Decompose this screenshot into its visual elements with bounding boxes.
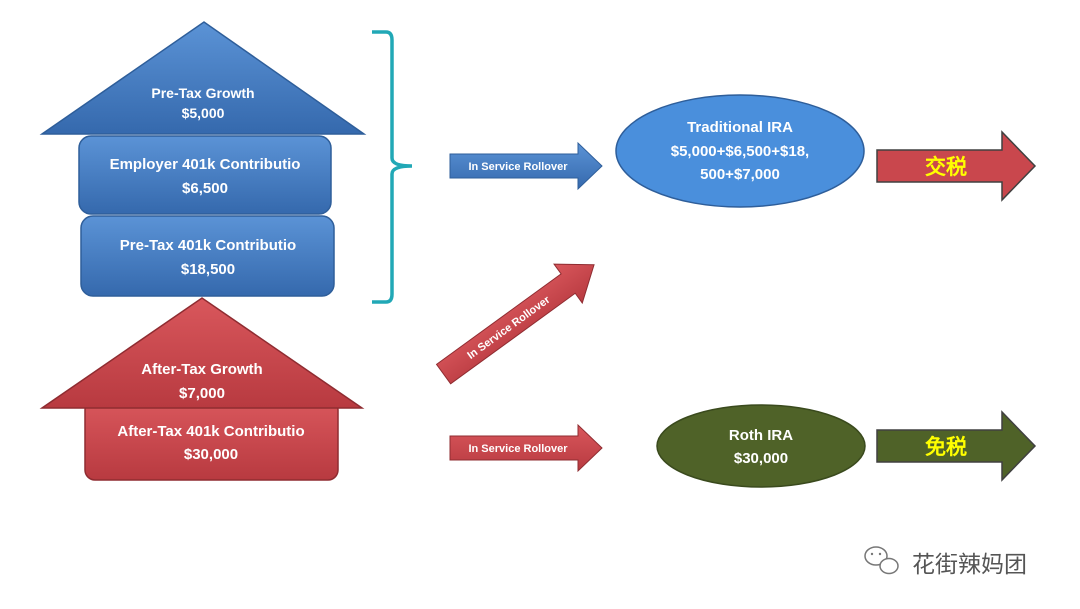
tax-free-arrow: 免税 [876,410,1037,482]
after-tax-growth-title: After-Tax Growth [141,361,262,378]
after-tax-growth-roof [39,297,365,409]
rollover-arrow-diagonal-label: In Service Rollover [465,293,553,361]
roth-ira-title: Roth IRA [729,427,793,444]
rollover-arrow-bottom-label: In Service Rollover [468,443,568,455]
after-tax-401k-title: After-Tax 401k Contributio [117,423,304,440]
pre-tax-growth-title: Pre-Tax Growth [151,85,254,101]
rollover-arrow-top-label: In Service Rollover [468,161,568,173]
after-tax-401k-box [84,399,339,481]
tax-free-arrow-shape [876,410,1037,482]
pre-tax-growth-roof [39,21,367,135]
employer-401k-box [78,135,332,215]
roth-ira: Roth IRA $30,000 [656,404,866,488]
taxed-arrow-shape [876,130,1037,202]
pre-tax-bracket [372,30,413,304]
watermark-text: 花街辣妈团 [912,552,1027,578]
roth-ira-ellipse [656,404,866,488]
employer-401k-title: Employer 401k Contributio [110,156,301,173]
rollover-arrow-diagonal: In Service Rollover [435,263,595,385]
watermark: 花街辣妈团 [864,546,1027,578]
rollover-arrow-bottom: In Service Rollover [449,423,603,473]
traditional-ira-title: Traditional IRA [687,119,793,136]
after-tax-growth-amount: $7,000 [179,385,225,402]
pre-tax-401k-amount: $18,500 [181,261,235,278]
pre-tax-growth-amount: $5,000 [182,105,225,121]
taxed-arrow: 交税 [876,130,1037,202]
pre-tax-stack: Pre-Tax Growth $5,000 Employer 401k Cont… [39,21,367,297]
taxed-label: 交税 [925,154,967,179]
rollover-arrow-top: In Service Rollover [449,141,603,191]
after-tax-401k-amount: $30,000 [184,446,238,463]
traditional-ira-line2: 500+$7,000 [700,166,780,183]
wechat-icon [864,546,899,575]
tax-free-label: 免税 [925,434,967,459]
pre-tax-401k-title: Pre-Tax 401k Contributio [120,237,296,254]
employer-401k-amount: $6,500 [182,180,228,197]
pre-tax-401k-box [80,215,335,297]
rollover-arrow-bottom-shape [449,423,603,473]
rollover-arrow-diagonal-shape [435,263,595,385]
traditional-ira-ellipse [615,94,865,208]
traditional-ira-line1: $5,000+$6,500+$18, [671,143,809,160]
rollover-arrow-top-shape [449,141,603,191]
roth-ira-amount: $30,000 [734,450,788,467]
after-tax-stack: After-Tax Growth $7,000 After-Tax 401k C… [39,297,365,481]
traditional-ira: Traditional IRA $5,000+$6,500+$18, 500+$… [615,94,865,208]
